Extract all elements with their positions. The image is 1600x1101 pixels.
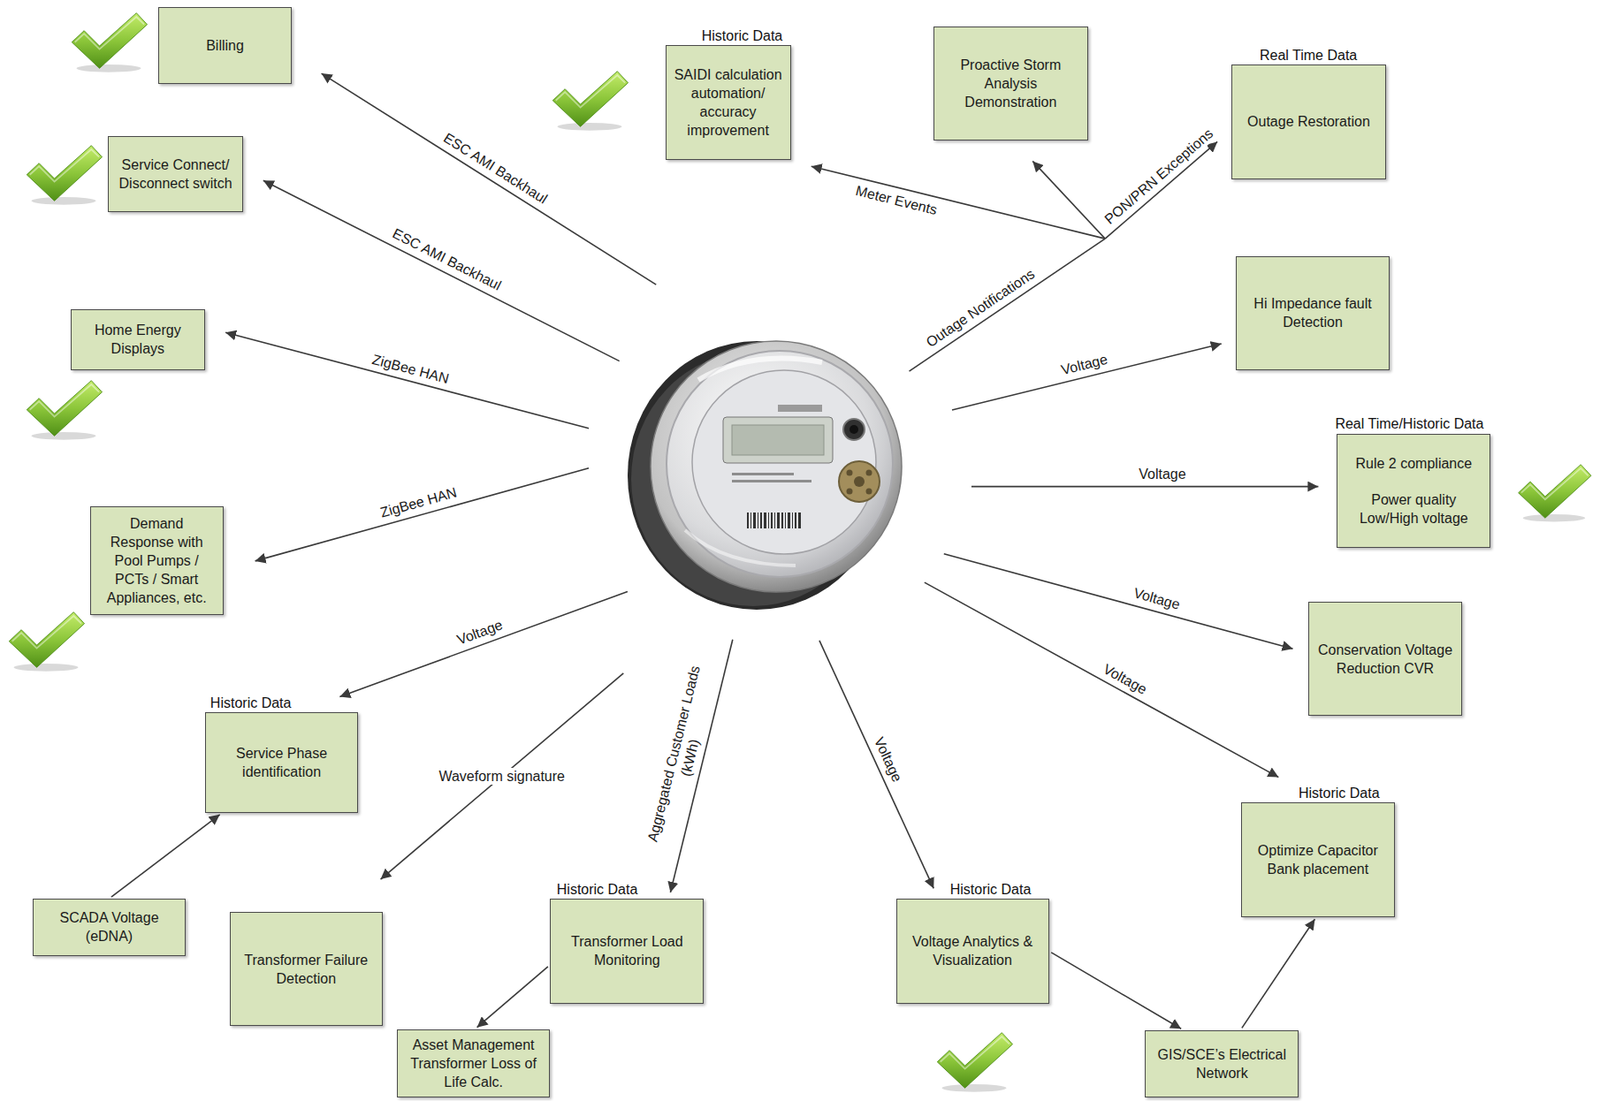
box-text: Home Energy Displays: [78, 320, 198, 359]
line-label: PON/PRN Exceptions: [1098, 122, 1219, 229]
smart-meter-illustration: [627, 341, 902, 610]
signal-arrow: [1104, 141, 1218, 239]
process-box: Historic DataVoltage Analytics & Visuali…: [896, 899, 1050, 1005]
process-box: Home Energy Displays: [70, 309, 206, 371]
signal-arrow: [380, 673, 625, 880]
checkmark-icon: [552, 71, 628, 131]
checkmark-icon: [1518, 464, 1592, 523]
line-label: ZigBee HAN: [375, 483, 462, 523]
box-heading: Historic Data: [701, 27, 784, 45]
box-heading: Real Time Data: [1259, 46, 1357, 64]
box-text: Outage Restoration: [1247, 112, 1371, 131]
process-box: Historic DataSAIDI calculation automatio…: [665, 45, 792, 160]
line-label: Voltage: [451, 616, 507, 650]
line-label: Voltage: [1097, 658, 1152, 699]
process-box: Real Time/Historic DataRule 2 compliance…: [1336, 434, 1491, 549]
process-box: Conservation Voltage Reduction CVR: [1308, 601, 1463, 717]
process-box: Demand Response with Pool Pumps / PCTs /…: [90, 506, 224, 617]
line-label: Voltage: [1128, 584, 1184, 615]
box-text: SAIDI calculation automation/ accuracy i…: [673, 65, 784, 140]
line-label: Voltage: [868, 731, 907, 787]
checkmark-icon: [26, 145, 102, 206]
line-label: Voltage: [1135, 465, 1189, 483]
process-box: SCADA Voltage (eDNA): [32, 899, 186, 957]
box-heading: Historic Data: [556, 881, 639, 899]
process-box: Transformer Failure Detection: [229, 912, 383, 1027]
checkmark-icon: [937, 1033, 1013, 1093]
box-text: Service Phase identification: [213, 744, 351, 782]
checkmark-icon: [71, 13, 147, 73]
box-text: Proactive Storm Analysis Demonstration: [941, 55, 1080, 112]
connector-arrow: [477, 967, 549, 1029]
signal-arrow: [944, 554, 1294, 649]
box-text: Demand Response with Pool Pumps / PCTs /…: [98, 514, 216, 609]
process-box: Proactive Storm Analysis Demonstration: [933, 26, 1088, 141]
signal-arrow: [952, 343, 1222, 411]
line-label: Meter Events: [851, 181, 942, 220]
box-text: Power quality Low/High voltage: [1344, 490, 1483, 528]
box-text: Optimize Capacitor Bank placement: [1249, 841, 1387, 879]
signal-arrow: [811, 166, 1105, 239]
line-label: ESC AMI Backhaul: [387, 224, 507, 297]
line-label: Aggregated Customer Loads (kWh): [642, 657, 723, 856]
box-heading: Real Time/Historic Data: [1334, 415, 1484, 433]
box-text: Transformer Failure Detection: [237, 951, 375, 989]
signal-arrow: [255, 468, 589, 562]
box-text: Rule 2 compliance: [1356, 454, 1473, 473]
process-box: Real Time DataOutage Restoration: [1231, 64, 1386, 180]
line-label: ZigBee HAN: [367, 350, 454, 389]
box-text: Transformer Load Monitoring: [557, 932, 696, 970]
box-text: Conservation Voltage Reduction CVR: [1316, 640, 1455, 679]
checkmark-icon: [26, 380, 102, 441]
signal-arrow: [1032, 160, 1105, 239]
box-heading: Historic Data: [1298, 784, 1380, 802]
box-text: Billing: [205, 36, 244, 55]
box-text: Voltage Analytics & Visualization: [904, 932, 1042, 970]
process-box: Asset Management Transformer Loss of Lif…: [396, 1029, 550, 1098]
signal-arrow: [225, 332, 589, 429]
line-label: Voltage: [1056, 350, 1112, 381]
box-text: Service Connect/ Disconnect switch: [115, 155, 235, 193]
line-label: Outage Notifications: [921, 264, 1041, 353]
connector-arrow: [1241, 919, 1316, 1029]
process-box: Service Connect/ Disconnect switch: [107, 136, 243, 214]
signal-arrow: [924, 582, 1280, 778]
box-heading: Historic Data: [950, 881, 1032, 899]
process-box: Historic DataService Phase identificatio…: [205, 712, 359, 814]
signal-arrow: [819, 640, 934, 890]
box-text: Asset Management Transformer Loss of Lif…: [404, 1036, 542, 1092]
signal-arrow: [971, 486, 1319, 488]
process-box: Historic DataOptimize Capacitor Bank pla…: [1241, 802, 1395, 917]
process-box: Historic DataTransformer Load Monitoring: [549, 899, 704, 1005]
process-box: Billing: [158, 7, 292, 84]
line-label: Waveform signature: [435, 768, 568, 785]
checkmark-icon: [8, 612, 84, 672]
signal-arrow: [909, 238, 1106, 372]
signal-arrow: [339, 592, 628, 698]
box-text: Hi Impedance fault Detection: [1243, 294, 1382, 332]
line-label: ESC AMI Backhaul: [438, 128, 554, 210]
signal-arrow: [263, 180, 620, 361]
box-text: GIS/SCE’s Electrical Network: [1152, 1045, 1291, 1083]
box-heading: Historic Data: [210, 694, 292, 712]
process-box: Hi Impedance fault Detection: [1235, 256, 1390, 371]
connector-arrow: [1051, 952, 1181, 1029]
box-text: SCADA Voltage (eDNA): [40, 908, 178, 946]
connector-arrow: [111, 815, 221, 898]
process-box: GIS/SCE’s Electrical Network: [1144, 1030, 1299, 1098]
signal-arrow: [321, 73, 657, 285]
